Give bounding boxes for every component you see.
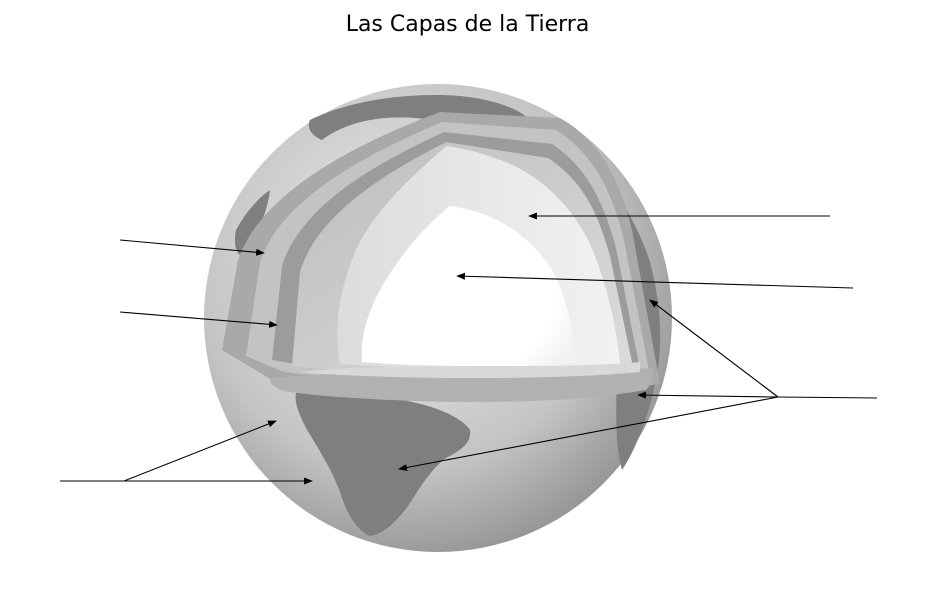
continent-south-america (295, 387, 471, 536)
leader-line-surface-right-c (637, 391, 779, 399)
leader-line-mantle-left (119, 311, 278, 328)
leader-line-surface-right-a (777, 396, 878, 399)
leader-line-crust-left-top (119, 239, 265, 256)
leader-line-surface-left-b (123, 420, 277, 482)
leader-line-inner-core-right (456, 272, 854, 289)
cutaway-rim-inner (300, 362, 640, 378)
leader-line-surface-right-d (398, 396, 779, 471)
continent-left-edge (234, 190, 270, 256)
leader-lines (60, 212, 878, 485)
cutaway-wedge (222, 112, 660, 402)
leader-line-surface-right-b (649, 299, 779, 398)
inner-core-layer (361, 206, 576, 366)
page-title: Las Capas de la Tierra (345, 12, 590, 37)
